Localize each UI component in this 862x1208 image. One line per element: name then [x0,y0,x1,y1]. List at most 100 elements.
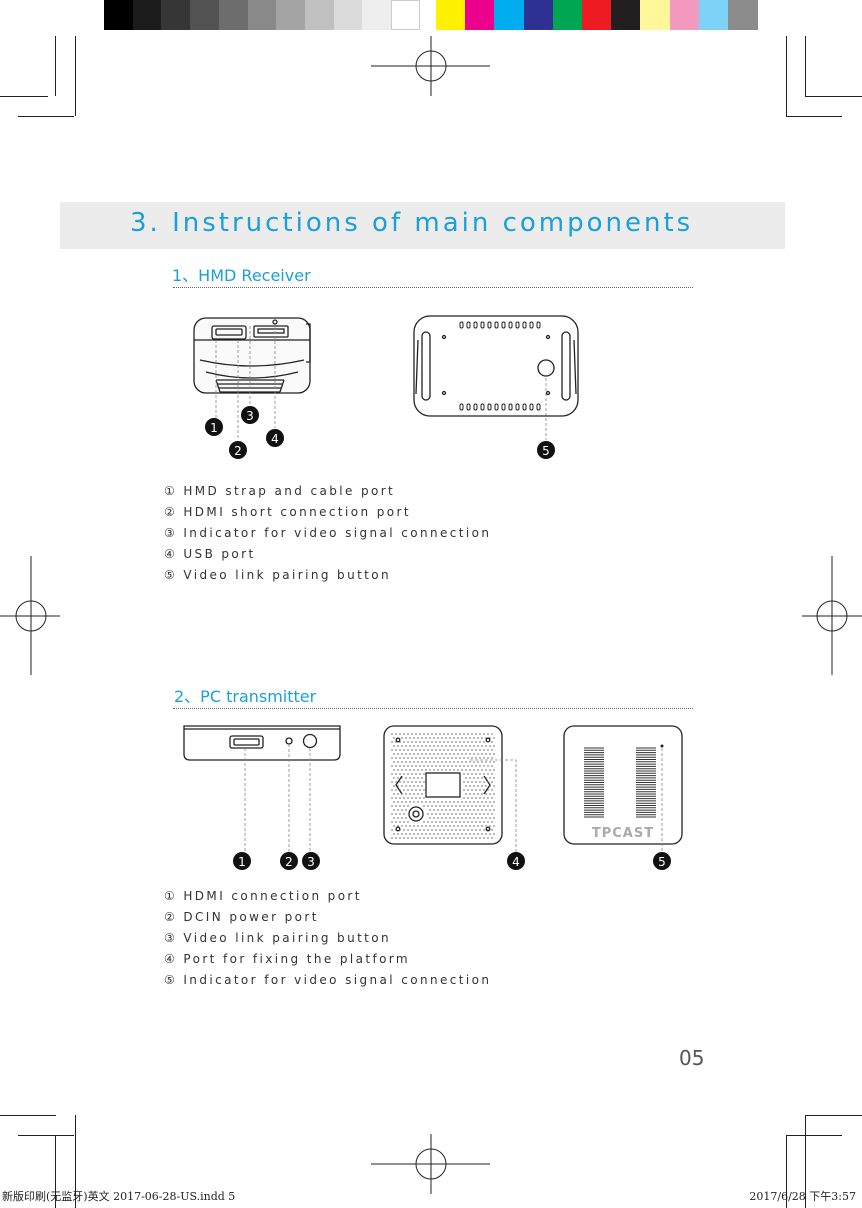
perforation-dot [449,825,451,827]
perforation-dot [395,805,397,807]
perforation-dot [467,837,469,839]
perforation-dot [429,761,431,763]
perforation-dot [465,833,467,835]
perforation-dot [399,781,401,783]
perforation-dot [453,737,455,739]
perforation-dot [457,833,459,835]
perforation-dot [467,757,469,759]
gray-swatch [333,0,363,30]
perforation-dot [487,773,489,775]
perforation-dot [463,749,465,751]
perforation-dot [403,797,405,799]
perforation-dot [485,737,487,739]
perforation-dot [471,797,473,799]
perforation-dot [457,745,459,747]
receiver-heading: 1、HMD Receiver [172,266,311,285]
perforation-dot [395,797,397,799]
perforation-dot [399,813,401,815]
perforation-dot [413,793,415,795]
perforation-dot [427,741,429,743]
perforation-dot [393,777,395,779]
perforation-dot [485,825,487,827]
color-swatch [728,0,758,30]
vent-slot [494,321,499,329]
perforation-dot [427,805,429,807]
perforation-dot [401,825,403,827]
perforation-dot [467,829,469,831]
perforation-dot [407,781,409,783]
perforation-dot [419,765,421,767]
perforation-dot [395,773,397,775]
perforation-dot [437,761,439,763]
perforation-dot [407,765,409,767]
perforation-dot [493,793,495,795]
vent-slot [508,403,513,411]
perforation-dot [461,817,463,819]
perforation-dot [449,817,451,819]
perforation-dot [443,741,445,743]
perforation-dot [423,741,425,743]
perforation-dot [475,789,477,791]
perforation-dot [473,809,475,811]
perforation-dot [415,781,417,783]
vent-slot [536,321,541,329]
perforation-dot [469,777,471,779]
perforation-dot [393,817,395,819]
perforation-dot [433,825,435,827]
section-banner [60,202,785,249]
perforation-dot [485,785,487,787]
perforation-dot [471,813,473,815]
vent-slot [459,403,464,411]
perforation-dot [423,821,425,823]
transmitter-bottom-view [383,725,503,845]
perforation-dot [493,745,495,747]
perforation-dot [431,821,433,823]
perforation-dot [487,765,489,767]
vent-slot [487,403,492,411]
gray-swatch [132,0,162,30]
perforation-dot [479,805,481,807]
perforation-dot [417,737,419,739]
perforation-dot [411,765,413,767]
perforation-dot [451,821,453,823]
perforation-dot [409,785,411,787]
receiver-hdmi-port [211,325,247,340]
perforation-dot [453,769,455,771]
receiver-item-indicator: ③ Indicator for video signal connection [164,526,492,540]
perforation-dot [447,757,449,759]
perforation-dot [401,785,403,787]
perforation-dot [451,837,453,839]
perforation-dot [403,805,405,807]
transmitter-callout-4: 4 [512,855,520,869]
perforation-dot [481,825,483,827]
perforation-dot [473,793,475,795]
perforation-dot [463,773,465,775]
perforation-dot [477,809,479,811]
perforation-dot [473,769,475,771]
perforation-dot [409,745,411,747]
perforation-dot [393,745,395,747]
perforation-dot [395,837,397,839]
perforation-dot [437,745,439,747]
perforation-dot [489,745,491,747]
perforation-dot [437,753,439,755]
perforation-dot [399,749,401,751]
perforation-dot [439,821,441,823]
receiver-item-strap-port: ① HMD strap and cable port [164,484,396,498]
receiver-item-pairing-button: ⑤ Video link pairing button [164,568,392,582]
perforation-dot [447,765,449,767]
perforation-dot [439,765,441,767]
perforation-dot [415,773,417,775]
perforation-dot [403,773,405,775]
perforation-dot [461,833,463,835]
receiver-divider [173,287,693,288]
perforation-dot [483,757,485,759]
perforation-dot [415,757,417,759]
perforation-dot [395,757,397,759]
perforation-dot [421,769,423,771]
perforation-dot [445,809,447,811]
perforation-dot [403,821,405,823]
transmitter-pairing-button [302,733,318,749]
perforation-dot [399,789,401,791]
perforation-dot [465,809,467,811]
